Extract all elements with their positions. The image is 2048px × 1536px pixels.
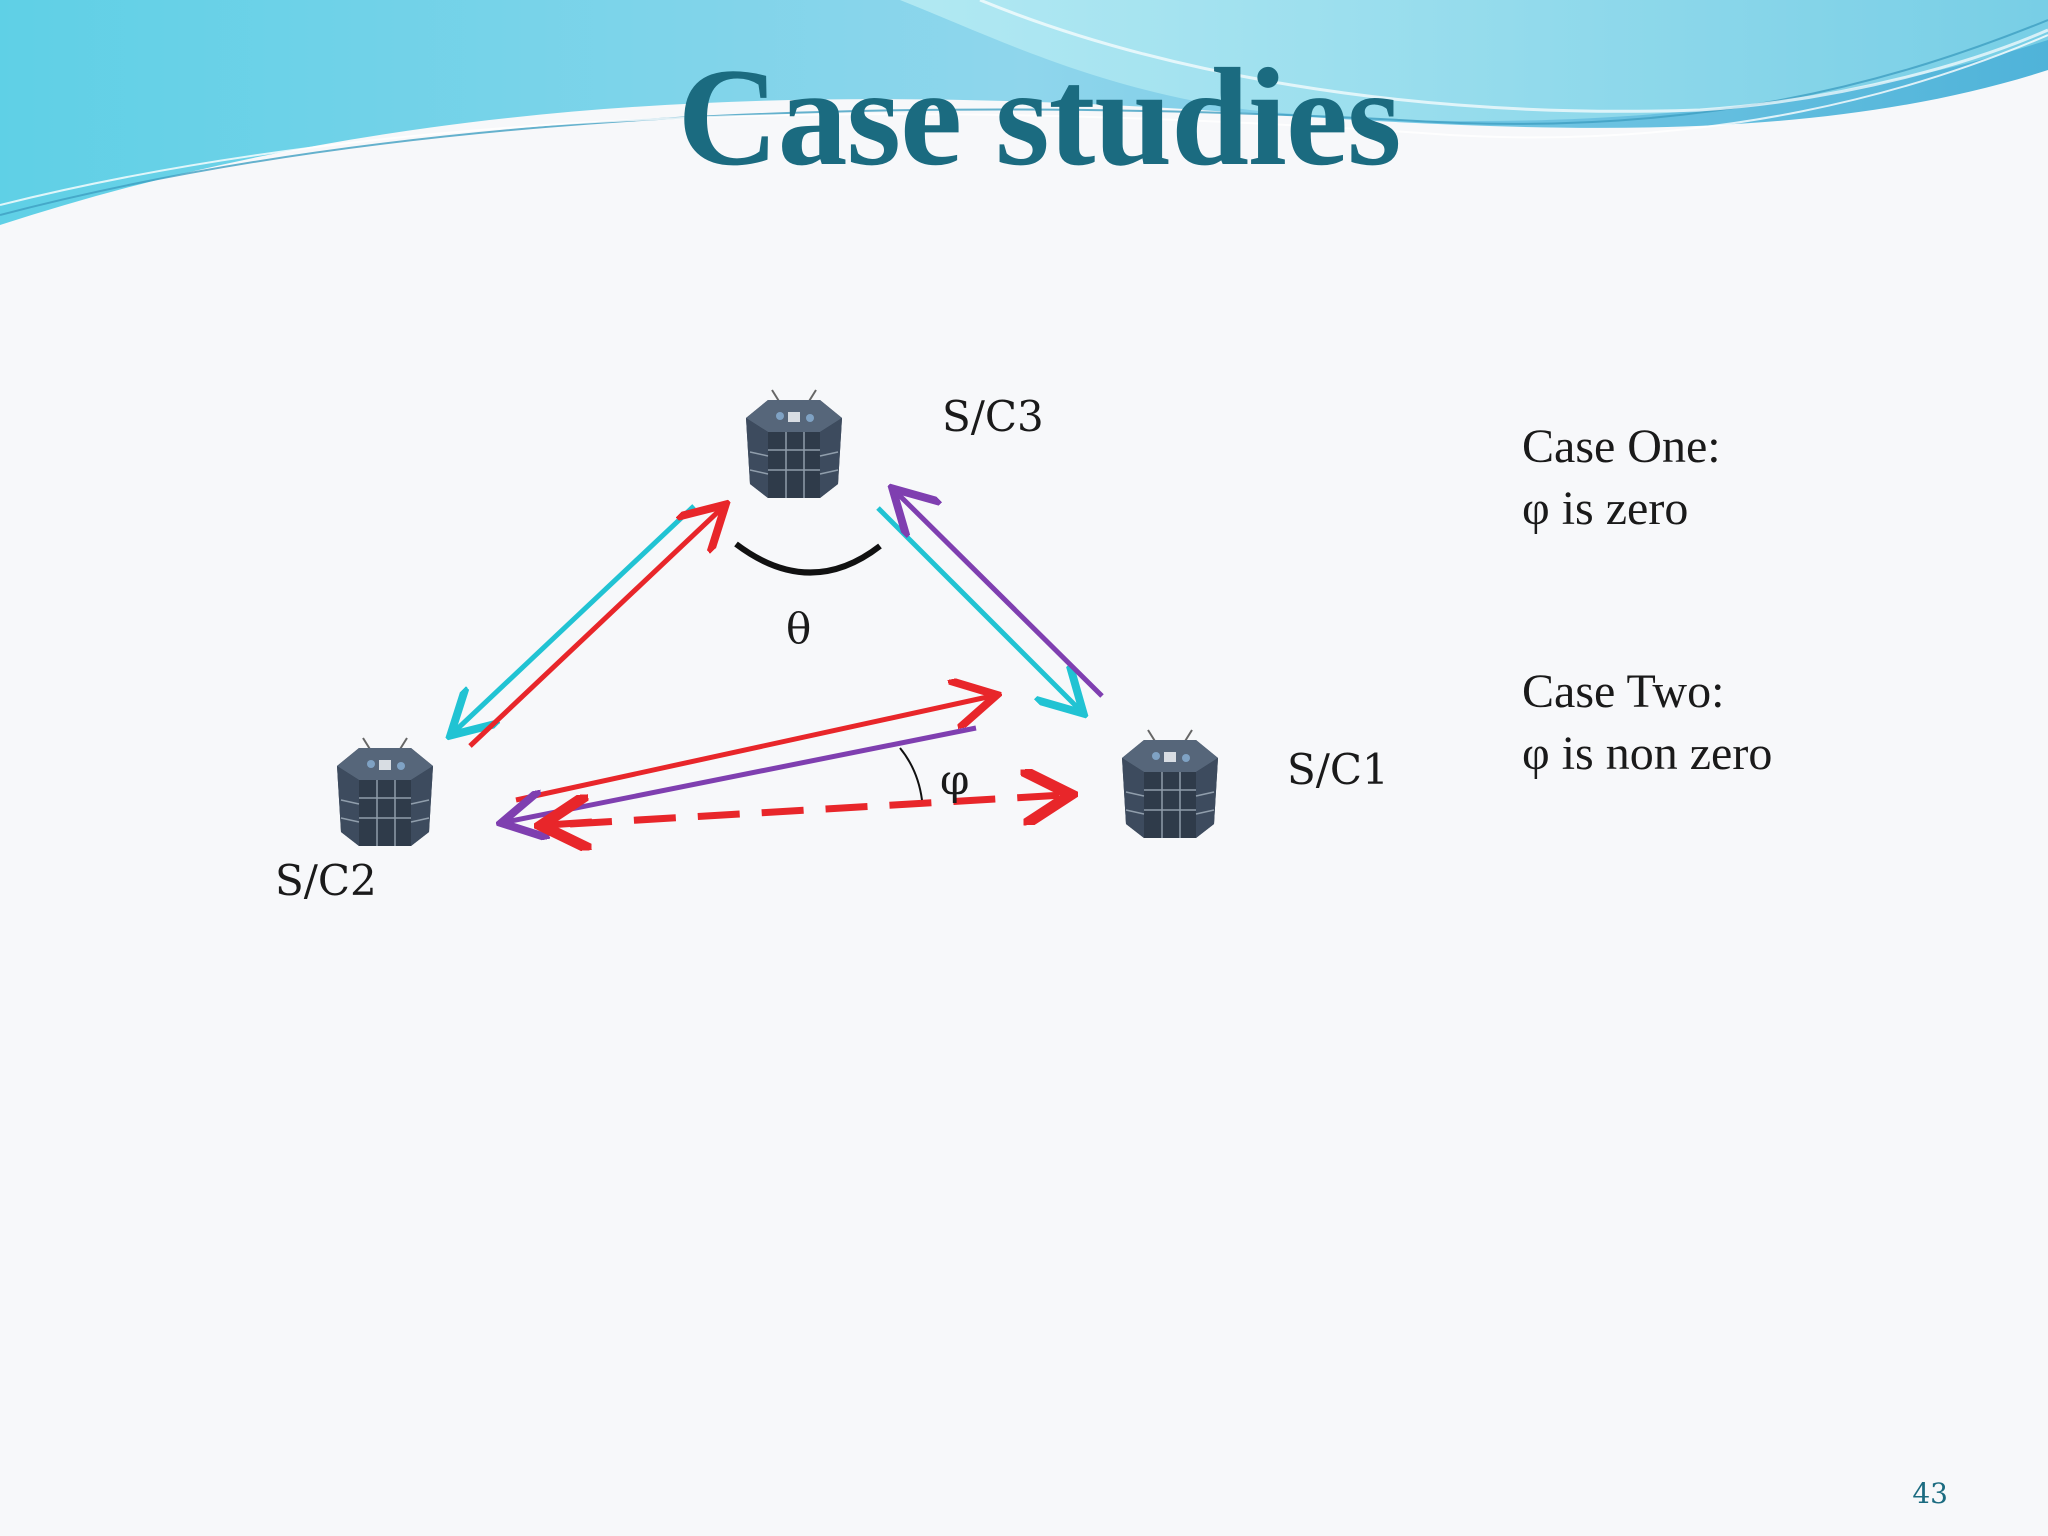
case-two-detail: φ is non zero bbox=[1522, 727, 1773, 780]
page-number: 43 bbox=[1912, 1477, 1948, 1510]
spacecraft-1-label: S/C1 bbox=[1287, 745, 1389, 794]
red-arrow-sc2-toward-sc1 bbox=[515, 696, 992, 803]
case-two-block: Case Two: φ is non zero bbox=[1522, 661, 1772, 785]
case-one-detail: φ is zero bbox=[1522, 482, 1689, 535]
spacecraft-2-icon bbox=[336, 737, 434, 847]
spacecraft-3-icon bbox=[745, 389, 843, 499]
header-wave-decoration bbox=[0, 0, 2048, 225]
spacecraft-1-icon bbox=[1121, 729, 1219, 839]
red-arrow-sc2-to-sc3 bbox=[468, 508, 722, 748]
cyan-arrow-sc3-to-sc2 bbox=[454, 504, 696, 732]
phi-angle-arc bbox=[899, 747, 923, 801]
case-one-block: Case One: φ is zero bbox=[1522, 416, 1721, 540]
cyan-arrow-sc3-to-sc1 bbox=[876, 506, 1080, 710]
purple-arrow-sc1-to-sc3 bbox=[896, 492, 1104, 698]
spacecraft-2-label: S/C2 bbox=[275, 856, 377, 905]
case-two-heading: Case Two: bbox=[1522, 665, 1725, 718]
purple-arrow-sc1-to-sc2 bbox=[506, 725, 977, 822]
spacecraft-3-label: S/C3 bbox=[942, 392, 1044, 441]
case-one-heading: Case One: bbox=[1522, 420, 1721, 473]
red-dashed-arrow-sc2-sc1-forward bbox=[569, 795, 1064, 828]
phi-symbol: φ bbox=[940, 755, 970, 804]
red-dashed-arrow-sc1-sc2-back bbox=[548, 822, 593, 825]
theta-angle-arc bbox=[734, 541, 882, 576]
slide-title: Case studies bbox=[677, 40, 1401, 195]
theta-symbol: θ bbox=[786, 604, 812, 653]
